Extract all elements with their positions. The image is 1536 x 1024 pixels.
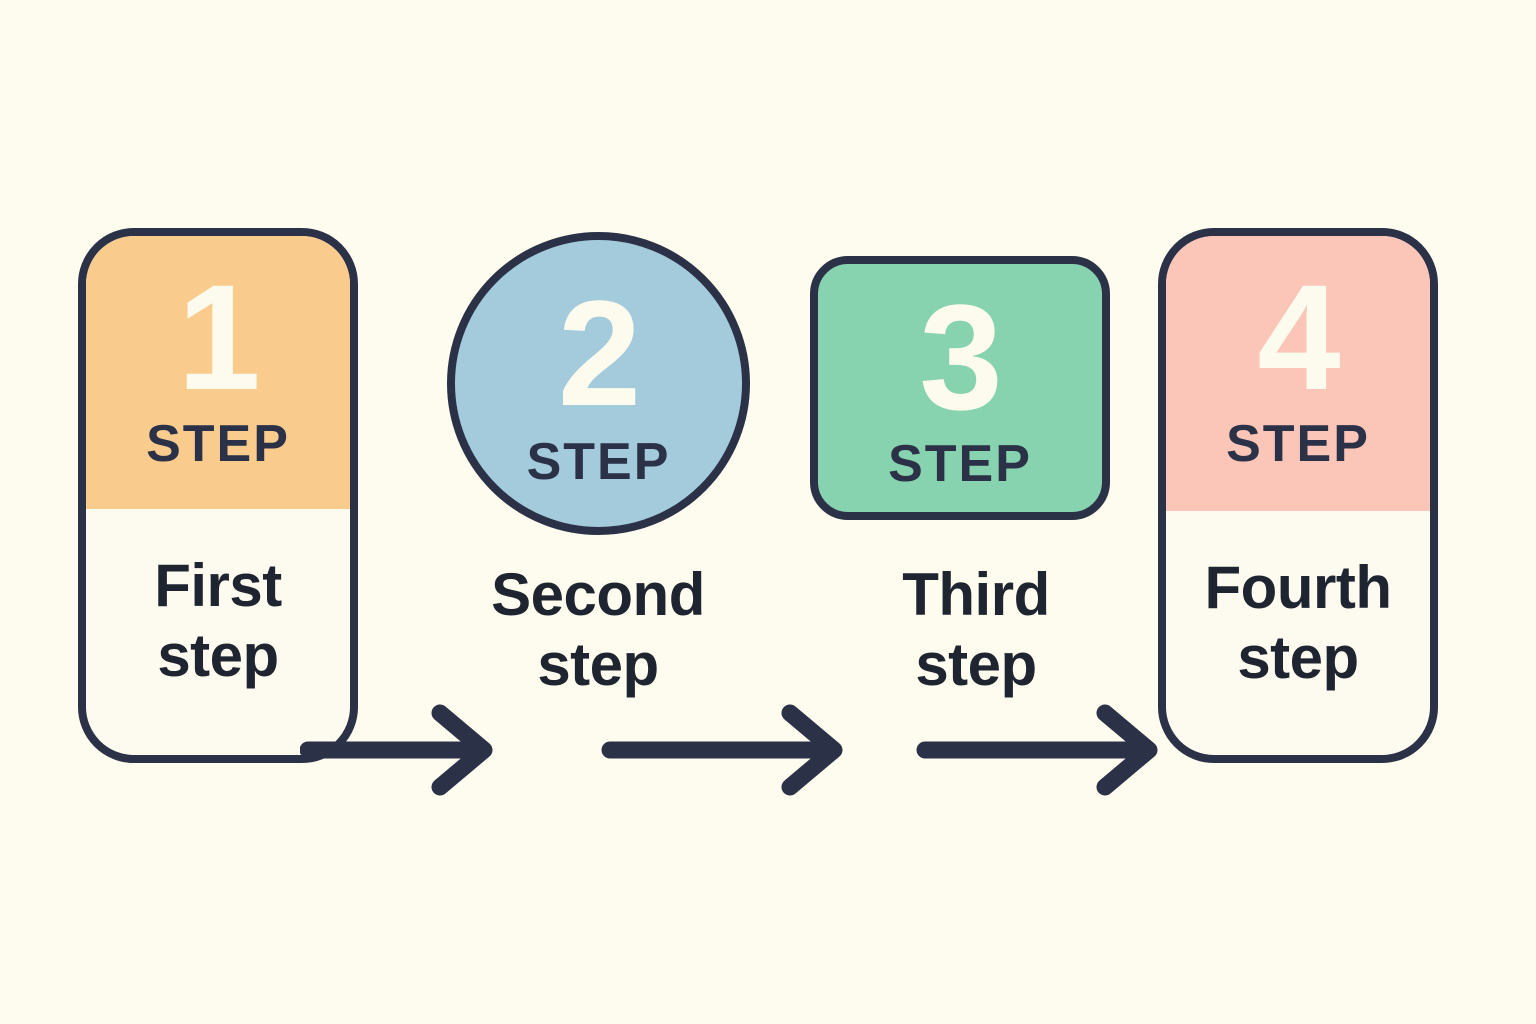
step-2-caption-line1: Second (491, 561, 705, 628)
step-3-caption: Third step (806, 560, 1146, 700)
step-4-header: 4 STEP (1166, 236, 1430, 511)
step-4-body: Fourth step (1166, 511, 1430, 755)
step-1-number: 1 (177, 253, 260, 421)
step-2-caption: Second step (428, 560, 768, 700)
step-1-header: 1 STEP (86, 236, 350, 509)
step-4-number: 4 (1257, 253, 1340, 421)
step-2-caption-line2: step (537, 631, 659, 699)
arrow-right-icon-2 (601, 704, 843, 796)
step-1-caption: First step (154, 551, 282, 691)
step-card-4[interactable]: 4 STEP Fourth step (1158, 228, 1438, 763)
step-shape-3[interactable]: 3 STEP (810, 256, 1110, 520)
arrow-right-icon-1 (300, 704, 493, 796)
step-1-caption-line1: First (154, 552, 282, 619)
arrow-right-icon-3 (916, 704, 1158, 796)
step-4-caption-line1: Fourth (1204, 554, 1392, 621)
step-4-caption-line2: step (1237, 624, 1359, 692)
step-1-label: STEP (146, 415, 290, 473)
step-1-caption-line2: step (157, 622, 279, 690)
step-shape-2[interactable]: 2 STEP (447, 232, 750, 535)
step-2-number: 2 (557, 269, 641, 437)
step-card-1[interactable]: 1 STEP First step (78, 228, 358, 763)
step-3-label: STEP (888, 435, 1032, 493)
step-3-caption-line1: Third (902, 561, 1050, 628)
step-4-label: STEP (1226, 415, 1370, 473)
step-3-number: 3 (919, 273, 1002, 441)
step-4-caption: Fourth step (1205, 553, 1392, 693)
step-3-caption-line2: step (915, 631, 1037, 699)
step-1-body: First step (86, 509, 350, 755)
step-2-label: STEP (526, 433, 671, 491)
